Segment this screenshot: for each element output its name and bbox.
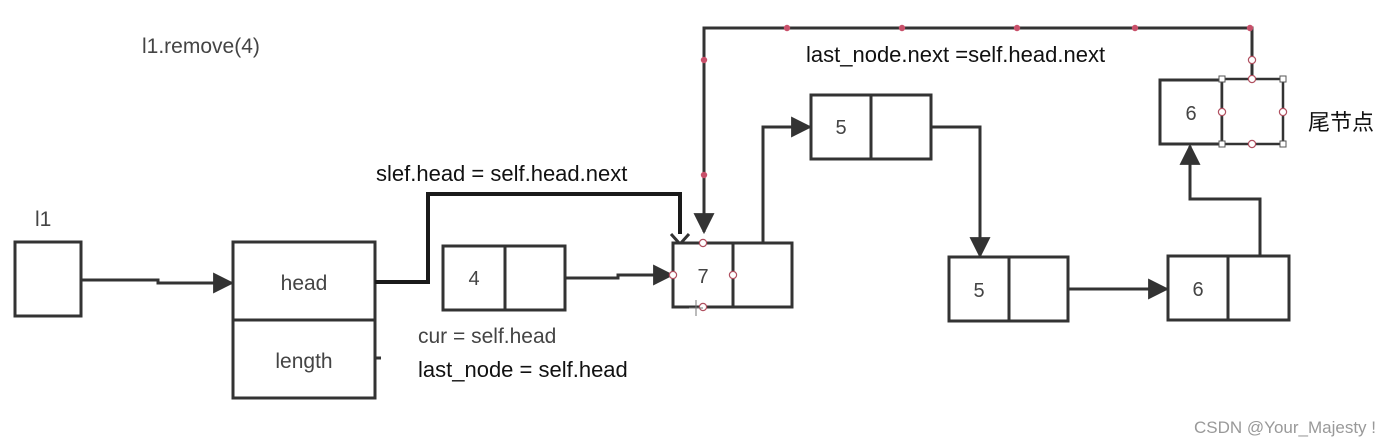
node-5a-next-arrow (931, 125, 991, 259)
cur-init-annotation: cur = self.head (418, 325, 556, 348)
node-7-next (731, 241, 794, 309)
node-4-next-arrow (565, 264, 675, 286)
var-label: l1 (35, 208, 51, 231)
last-init-annotation: last_node = self.head (418, 357, 628, 382)
selection-handle (1279, 75, 1287, 83)
node-5a-value (809, 93, 873, 161)
node-5b-label: 5 (973, 280, 984, 302)
path-point (1246, 24, 1254, 32)
node-5b-next (1007, 255, 1070, 323)
selection-handle (1217, 107, 1227, 117)
selection-handle (1218, 75, 1226, 83)
node-4-label: 4 (468, 268, 479, 290)
node-6a-next (1226, 254, 1291, 322)
node-5a-next (869, 93, 933, 161)
tail-node-next (1220, 77, 1285, 146)
node-7-label: 7 (697, 266, 708, 288)
path-point (1131, 24, 1139, 32)
selection-handle (1279, 140, 1287, 148)
length-field (231, 318, 377, 400)
head-update-annotation: slef.head = self.head.next (376, 161, 627, 186)
cursor-crosshair (689, 300, 703, 316)
selection-handle (698, 302, 708, 312)
tail-label: 尾节点 (1308, 110, 1374, 135)
node-6a-next-arrow (1179, 143, 1262, 256)
head-field-label: head (281, 272, 328, 295)
selection-handle (728, 270, 738, 280)
length-field-label: length (275, 350, 332, 373)
selection-handle (668, 270, 678, 280)
selection-handle (1247, 74, 1257, 84)
selection-handle (1247, 55, 1257, 65)
head-pointer-line (375, 192, 682, 284)
node-4-value (441, 244, 507, 312)
selection-handle (1247, 139, 1257, 149)
title-text: l1.remove(4) (142, 35, 260, 58)
selection-handle (1278, 107, 1288, 117)
node-5a-label: 5 (835, 117, 846, 139)
tail-node-label: 6 (1185, 103, 1196, 125)
last-update-annotation: last_node.next =self.head.next (806, 42, 1105, 67)
node-6a-label: 6 (1192, 279, 1203, 301)
path-point (898, 24, 906, 32)
tail-to-new-head-arrow (693, 26, 1254, 235)
path-point (700, 56, 708, 64)
var-to-head-arrow (81, 272, 235, 294)
selection-handle (698, 238, 708, 248)
watermark: CSDN @Your_Majesty ! (1194, 418, 1376, 437)
var-box (13, 240, 83, 318)
tail-node-value (1158, 78, 1224, 146)
head-field (231, 240, 377, 322)
path-point (700, 171, 708, 179)
node-4-next (503, 244, 567, 312)
path-point (1013, 24, 1021, 32)
selection-handle (1218, 140, 1226, 148)
path-point (783, 24, 791, 32)
node-7-next-arrow (761, 116, 813, 243)
